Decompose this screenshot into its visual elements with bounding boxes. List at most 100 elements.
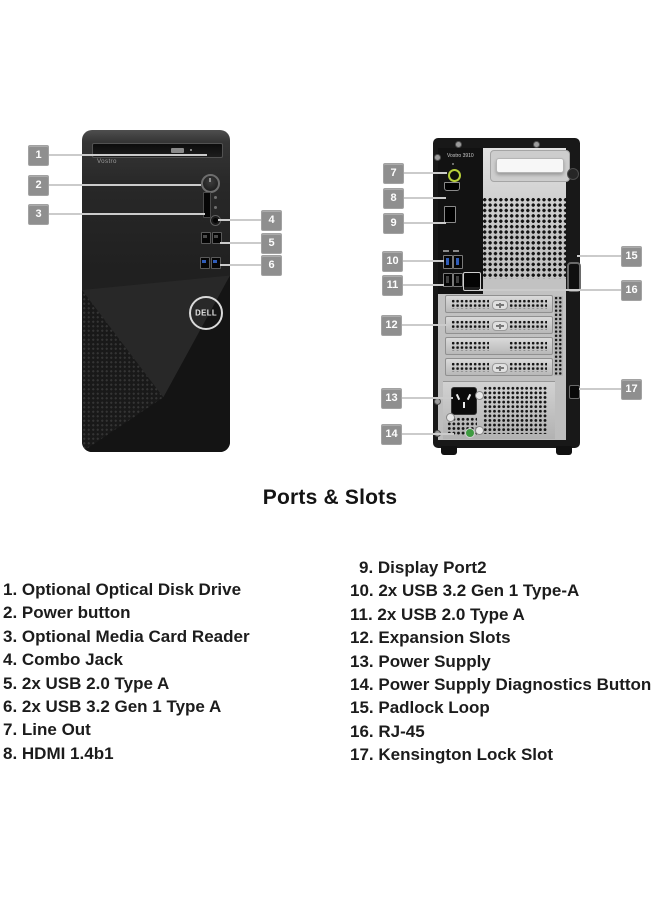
leader-line	[402, 172, 447, 174]
leader-line	[579, 388, 621, 390]
rj45-port	[463, 272, 481, 291]
slot-screw	[492, 363, 508, 373]
optical-drive-eject-button	[171, 148, 184, 153]
screw-icon	[434, 398, 441, 405]
side-vent-strip	[554, 296, 563, 376]
usb3-port	[443, 255, 453, 269]
usb3-port	[453, 255, 463, 269]
legend-item: 7. Line Out	[3, 720, 91, 740]
io-panel: Vostro 3910	[438, 148, 483, 294]
thumbscrew-icon	[567, 168, 579, 180]
legend-item: 12. Expansion Slots	[350, 628, 511, 648]
slot-perforation	[451, 341, 489, 351]
screw-icon	[455, 141, 462, 148]
expansion-slot-cover	[445, 316, 553, 334]
indicator-dot	[452, 163, 454, 165]
leader-line	[479, 289, 621, 291]
back-tower-view: Vostro 3910	[433, 138, 581, 448]
callout-7: 7	[383, 163, 404, 184]
callout-11: 11	[382, 275, 403, 296]
carry-handle	[490, 150, 570, 182]
kensington-lock-slot	[569, 385, 580, 399]
hdmi-port	[444, 182, 460, 191]
screw-icon	[475, 391, 484, 400]
callout-14: 14	[381, 424, 402, 445]
front-tower-view: Vostro DELL	[82, 130, 230, 452]
legend-item: 3. Optional Media Card Reader	[3, 626, 250, 646]
power-button-icon	[201, 174, 220, 193]
legend-item: 15. Padlock Loop	[350, 698, 490, 718]
slot-perforation	[509, 320, 547, 330]
leader-line	[47, 184, 201, 186]
slot-perforation	[451, 299, 489, 309]
leader-line	[402, 222, 446, 224]
callout-4: 4	[261, 210, 282, 231]
dell-logo: DELL	[189, 296, 223, 330]
leader-line	[402, 197, 446, 199]
callout-1: 1	[28, 145, 49, 166]
usb2-port	[201, 232, 211, 244]
slot-perforation	[509, 299, 547, 309]
usb2-port	[212, 232, 222, 244]
leader-line	[220, 242, 261, 244]
callout-9: 9	[383, 213, 404, 234]
psu-perforation	[483, 386, 547, 434]
legend-item: 8. HDMI 1.4b1	[3, 743, 114, 763]
legend-left-column: 1. Optional Optical Disk Drive 2. Power …	[3, 578, 250, 765]
expansion-slot-cover	[445, 358, 553, 376]
callout-5: 5	[261, 233, 282, 254]
legend-item: 2. Power button	[3, 603, 131, 623]
callout-12: 12	[381, 315, 402, 336]
callout-15: 15	[621, 246, 642, 267]
screw-icon	[446, 413, 455, 422]
tower-foot	[441, 446, 457, 455]
vent-grid	[482, 197, 567, 279]
ac-pin	[466, 393, 472, 401]
callout-2: 2	[28, 175, 49, 196]
expansion-slots	[445, 295, 553, 379]
ac-pin	[455, 393, 461, 401]
expansion-slot-cover	[445, 337, 553, 355]
line-out-port	[448, 169, 461, 182]
legend-right-column: 9. Display Port2 10. 2x USB 3.2 Gen 1 Ty…	[350, 556, 651, 767]
indicator-dot	[214, 196, 217, 199]
legend-item: 11. 2x USB 2.0 Type A	[350, 604, 525, 624]
ac-inlet	[451, 387, 477, 415]
expansion-slot-cover	[445, 295, 553, 313]
power-supply-area	[443, 381, 555, 439]
carry-handle-bar	[496, 158, 564, 173]
usb2-port	[443, 273, 453, 287]
displayport-port	[444, 206, 456, 223]
media-card-reader-slot	[203, 192, 211, 218]
leader-line	[218, 219, 261, 221]
callout-6: 6	[261, 255, 282, 276]
callout-10: 10	[382, 251, 403, 272]
legend-item: 9. Display Port2	[359, 558, 487, 577]
legend-item: 5. 2x USB 2.0 Type A	[3, 673, 170, 693]
tower-foot	[556, 446, 572, 455]
ac-pin	[463, 402, 465, 408]
callout-16: 16	[621, 280, 642, 301]
legend-item: 13. Power Supply	[350, 651, 491, 671]
padlock-loop	[567, 262, 581, 292]
screw-icon	[434, 154, 441, 161]
usb3-port	[200, 257, 210, 269]
legend-item: 16. RJ-45	[350, 721, 425, 741]
slot-perforation	[451, 320, 489, 330]
leader-line	[402, 324, 448, 326]
usb2-port	[453, 273, 463, 287]
callout-3: 3	[28, 204, 49, 225]
legend-item: 4. Combo Jack	[3, 650, 123, 670]
legend-item: 1. Optional Optical Disk Drive	[3, 580, 242, 599]
leader-line	[47, 213, 205, 215]
slot-perforation	[509, 362, 547, 372]
callout-8: 8	[383, 188, 404, 209]
optical-drive-pinhole	[190, 149, 192, 151]
slot-perforation	[509, 341, 547, 351]
leader-line	[577, 255, 621, 257]
leader-line	[402, 397, 453, 399]
screw-icon	[533, 141, 540, 148]
slot-screw	[492, 321, 508, 331]
leader-line	[220, 264, 261, 266]
